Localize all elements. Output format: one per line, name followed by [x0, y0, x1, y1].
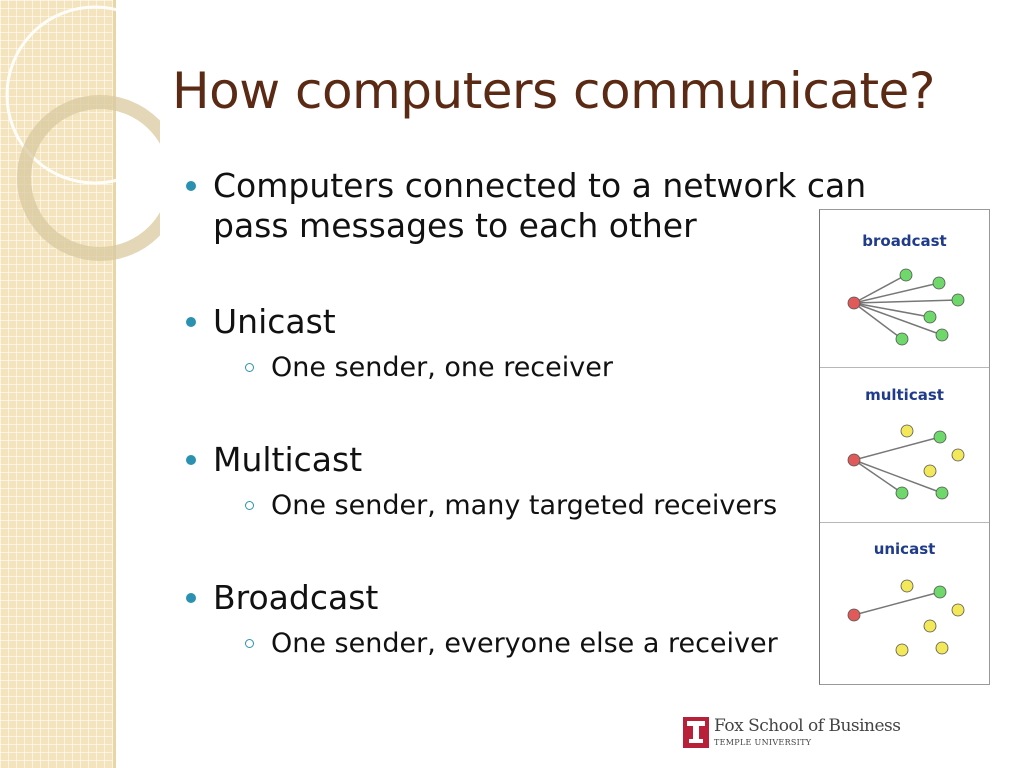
bullet-text: Computers connected to a network can pas… — [213, 166, 867, 245]
logo-subtitle: TEMPLE UNIVERSITY — [714, 738, 812, 747]
slide-title: How computers communicate? — [172, 62, 935, 120]
sub-bullet-item: One sender, many targeted receivers — [213, 490, 906, 522]
bullet-text: Multicast — [213, 440, 363, 479]
sub-bullet-ring-icon — [245, 363, 254, 372]
bullet-dot-icon — [186, 317, 196, 327]
sub-bullet-ring-icon — [245, 639, 254, 648]
logo-name: Fox School of Business — [714, 716, 901, 736]
bullet-dot-icon — [186, 593, 196, 603]
bullet-text: Unicast — [213, 302, 336, 341]
broadcast-label: broadcast — [862, 232, 947, 250]
bullet-item: Computers connected to a network can pas… — [186, 166, 906, 246]
sub-bullet-text: One sender, many targeted receivers — [271, 490, 778, 521]
multicast-diagram — [847, 424, 965, 500]
unicast-diagram — [847, 579, 965, 657]
sub-bullet-item: One sender, everyone else a receiver — [213, 628, 906, 660]
sidebar-edge — [113, 0, 116, 768]
bullet-text: Broadcast — [213, 578, 379, 617]
sub-bullet-item: One sender, one receiver — [213, 352, 906, 384]
sub-bullet-text: One sender, one receiver — [271, 352, 613, 383]
bullet-dot-icon — [186, 455, 196, 465]
multicast-label: multicast — [865, 386, 944, 404]
sub-bullet-text: One sender, everyone else a receiver — [271, 628, 778, 659]
decorative-circles — [5, 5, 160, 261]
bullet-dot-icon — [186, 181, 196, 191]
diagram-divider — [820, 367, 989, 368]
decorative-sidebar — [0, 0, 113, 768]
network-diagram: broadcast multicast unicast — [819, 209, 990, 685]
temple-t-icon — [683, 717, 709, 748]
broadcast-diagram — [847, 268, 965, 346]
bullet-item: Unicast One sender, one receiver — [186, 302, 906, 384]
bullet-item: Multicast One sender, many targeted rece… — [186, 440, 906, 522]
bullet-item: Broadcast One sender, everyone else a re… — [186, 578, 906, 660]
fox-school-logo: Fox School of Business TEMPLE UNIVERSITY — [683, 716, 903, 750]
bullet-list: Computers connected to a network can pas… — [186, 166, 906, 660]
diagram-divider — [820, 522, 989, 523]
unicast-label: unicast — [873, 540, 936, 558]
sub-bullet-ring-icon — [245, 501, 254, 510]
